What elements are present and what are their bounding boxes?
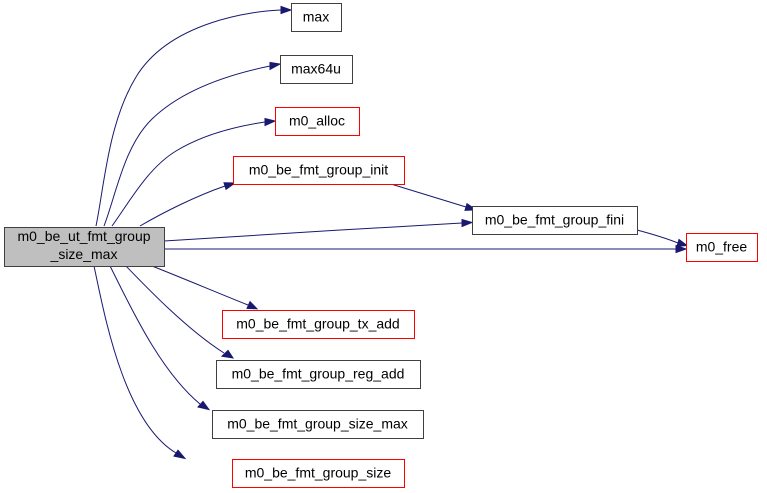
node-box[interactable]	[275, 107, 360, 136]
node-box[interactable]	[216, 360, 421, 389]
edge-line	[151, 265, 249, 306]
node-label: m0_free	[696, 239, 748, 255]
node-box[interactable]	[291, 3, 342, 32]
node-label: m0_be_fmt_group_init	[249, 162, 388, 178]
graph-node-m0_be_fmt_group_init[interactable]: m0_be_fmt_group_init	[233, 156, 405, 185]
graph-node-root[interactable]: m0_be_ut_fmt_group _size_max	[4, 227, 165, 267]
call-edge-root-to-m0_be_fmt_group_init	[139, 182, 237, 227]
node-label: m0_be_fmt_group_size_max	[227, 416, 408, 432]
node-box[interactable]	[222, 310, 415, 339]
arrowhead-icon	[676, 238, 689, 247]
node-box[interactable]	[686, 233, 758, 262]
edge-line	[95, 9, 282, 227]
arrowhead-icon	[675, 244, 688, 254]
node-label-line2: _size_max	[50, 246, 118, 262]
edge-line	[636, 229, 679, 244]
arrowhead-icon	[280, 5, 293, 15]
node-box[interactable]	[472, 206, 638, 235]
graph-node-m0_be_fmt_group_fini[interactable]: m0_be_fmt_group_fini	[472, 206, 638, 235]
arrowhead-icon	[461, 218, 474, 228]
node-label: m0_be_fmt_group_reg_add	[232, 366, 405, 382]
node-label-line1: m0_be_ut_fmt_group	[17, 228, 150, 244]
call-edge-root-to-m0_be_fmt_group_fini	[163, 218, 474, 242]
call-edge-m0_be_fmt_group_init-to-m0_be_fmt_group_fini	[390, 183, 478, 211]
node-label: m0_be_fmt_group_fini	[485, 212, 624, 228]
call-edge-root-to-max	[95, 5, 293, 227]
edge-line	[93, 265, 177, 454]
node-box[interactable]	[232, 459, 405, 488]
node-label: m0_be_fmt_group_tx_add	[236, 316, 399, 332]
call-edge-root-to-max64u	[103, 61, 282, 227]
arrowhead-icon	[173, 449, 187, 460]
graph-node-m0_be_fmt_group_size[interactable]: m0_be_fmt_group_size	[232, 459, 405, 488]
node-box[interactable]	[280, 55, 353, 84]
nodes-layer: m0_be_ut_fmt_group _size_max max max64u m0_a…	[4, 3, 758, 488]
node-box[interactable]	[212, 410, 424, 439]
edge-line	[163, 222, 463, 242]
edge-line	[139, 185, 226, 227]
edge-line	[103, 65, 271, 227]
arrowhead-icon	[264, 117, 277, 127]
call-edge-root-to-m0_be_fmt_group_size_max	[109, 265, 211, 411]
call-edge-m0_be_fmt_group_fini-to-m0_free	[636, 229, 689, 247]
arrowhead-icon	[220, 349, 235, 359]
node-label: max64u	[291, 61, 341, 77]
edge-line	[111, 121, 266, 227]
graph-node-max[interactable]: max	[291, 3, 342, 32]
edge-line	[109, 265, 201, 405]
arrowhead-icon	[269, 61, 282, 71]
edges-layer	[93, 5, 689, 460]
edge-line	[390, 183, 467, 208]
call-edge-root-to-m0_alloc	[111, 117, 277, 227]
call-edge-root-to-m0_be_fmt_group_reg_add	[125, 265, 235, 359]
graph-node-m0_be_fmt_group_reg_add[interactable]: m0_be_fmt_group_reg_add	[216, 360, 421, 389]
node-box[interactable]	[233, 156, 405, 185]
graph-node-m0_be_fmt_group_size_max[interactable]: m0_be_fmt_group_size_max	[212, 410, 424, 439]
node-box[interactable]	[4, 227, 165, 267]
call-edge-root-to-m0_be_fmt_group_size	[93, 265, 187, 460]
graph-node-m0_free[interactable]: m0_free	[686, 233, 758, 262]
arrowhead-icon	[246, 300, 259, 310]
node-label: max	[303, 9, 329, 25]
arrowhead-icon	[223, 182, 237, 191]
graph-node-m0_alloc[interactable]: m0_alloc	[275, 107, 360, 136]
graph-node-m0_be_fmt_group_tx_add[interactable]: m0_be_fmt_group_tx_add	[222, 310, 415, 339]
node-label: m0_be_fmt_group_size	[245, 465, 392, 481]
graph-node-max64u[interactable]: max64u	[280, 55, 353, 84]
arrowhead-icon	[197, 400, 211, 411]
edge-line	[125, 265, 225, 354]
call-edge-root-to-m0_free	[164, 244, 688, 254]
call-edge-root-to-m0_be_fmt_group_tx_add	[151, 265, 259, 310]
node-label: m0_alloc	[289, 113, 345, 129]
